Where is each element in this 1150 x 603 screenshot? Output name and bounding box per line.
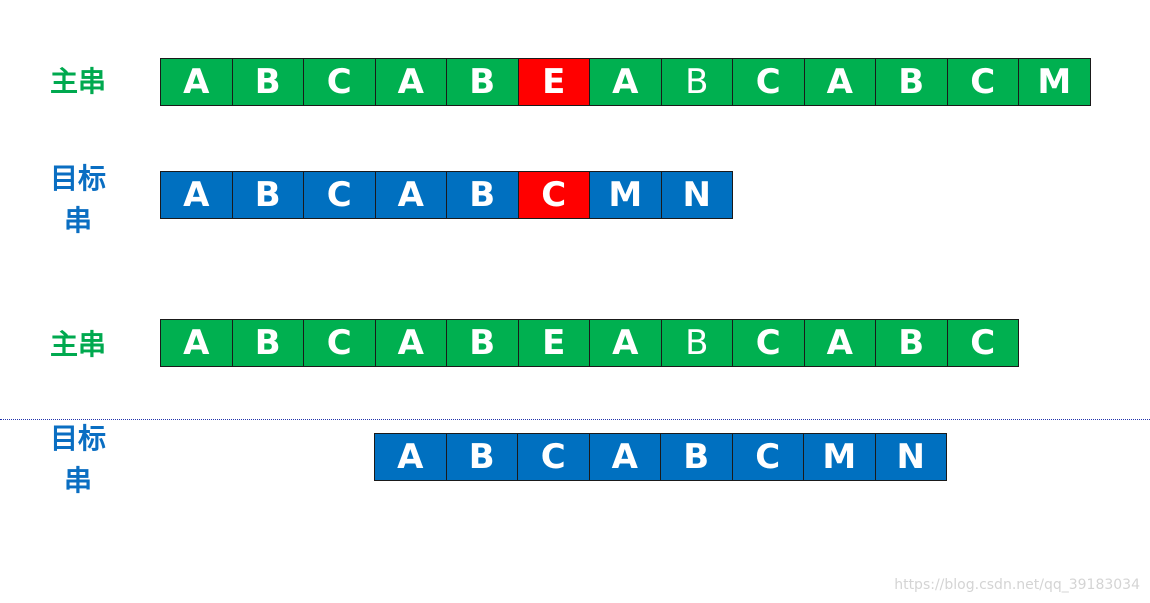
char-cell: M — [804, 434, 876, 480]
char-cell: B — [876, 59, 948, 105]
dotted-divider — [0, 419, 1150, 420]
char-cell: M — [1019, 59, 1091, 105]
char-cell: A — [375, 320, 447, 366]
char-cell: A — [375, 172, 447, 218]
char-cell: B — [661, 59, 733, 105]
char-cell: C — [733, 59, 805, 105]
char-cell: N — [661, 172, 733, 218]
target-string-label: 目标 串 — [49, 422, 106, 497]
char-cell: A — [590, 59, 662, 105]
char-cell: C — [732, 434, 804, 480]
char-cell: C — [518, 434, 590, 480]
char-cell: A — [375, 434, 447, 480]
char-cell: B — [447, 320, 519, 366]
char-cell: A — [161, 172, 233, 218]
main-string-label: 主串 — [49, 65, 106, 98]
char-cell: A — [161, 320, 233, 366]
mismatch-char-cell: C — [518, 172, 590, 218]
target-string-label: 目标 串 — [49, 162, 106, 237]
char-cell: B — [661, 320, 733, 366]
char-cell: A — [589, 434, 661, 480]
char-cell: M — [590, 172, 662, 218]
char-cell: B — [446, 434, 518, 480]
char-cell: C — [733, 320, 805, 366]
watermark-text: https://blog.csdn.net/qq_39183034 — [894, 577, 1140, 593]
char-cell: C — [947, 320, 1019, 366]
main-string-label: 主串 — [49, 328, 106, 361]
mismatch-char-cell: E — [518, 59, 590, 105]
char-cell: N — [875, 434, 947, 480]
char-cell: B — [232, 320, 304, 366]
char-cell: B — [876, 320, 948, 366]
char-cell: A — [161, 59, 233, 105]
char-cell: B — [447, 172, 519, 218]
char-cell: A — [375, 59, 447, 105]
char-cell: C — [947, 59, 1019, 105]
char-cell: E — [518, 320, 590, 366]
char-cell: C — [304, 59, 376, 105]
char-cell: B — [232, 59, 304, 105]
char-cell: A — [590, 320, 662, 366]
char-cell: A — [804, 59, 876, 105]
char-cell: B — [447, 59, 519, 105]
char-cell: B — [232, 172, 304, 218]
char-cell: C — [304, 172, 376, 218]
char-cell: A — [804, 320, 876, 366]
char-cell: B — [661, 434, 733, 480]
char-cell: C — [304, 320, 376, 366]
